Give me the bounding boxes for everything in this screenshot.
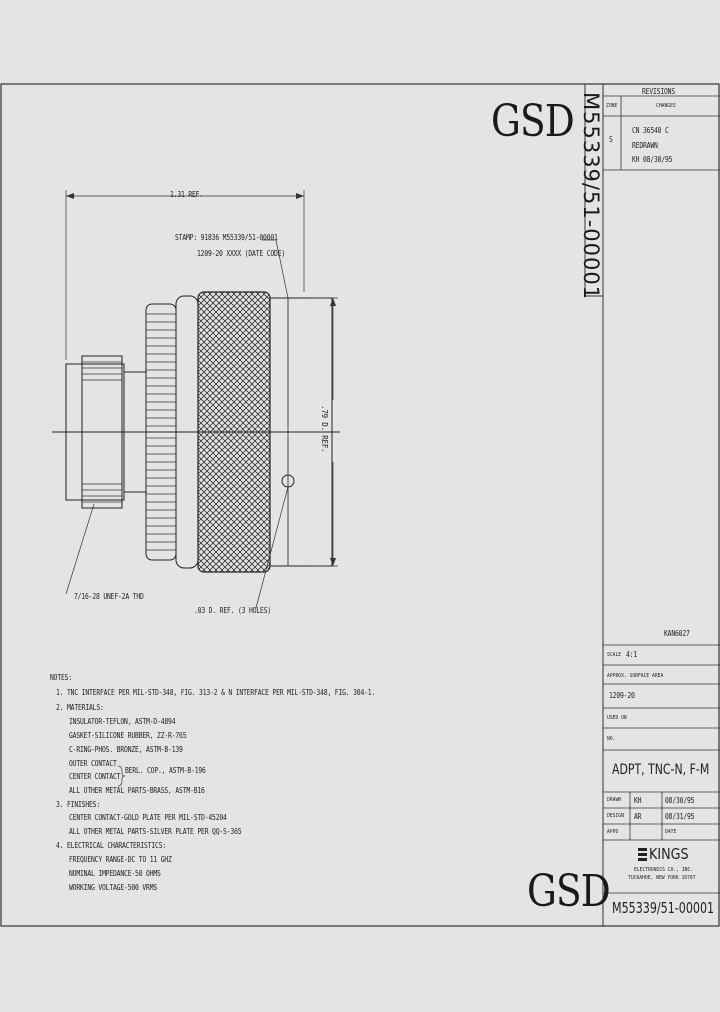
notes-title: NOTES:: [50, 673, 73, 682]
stamp-line-2: 1209-20 XXXX (DATE CODE): [197, 249, 286, 258]
rev-col-zone: ZONE: [606, 103, 618, 109]
note-bracket-text: BERL. COP., ASTM-B-196: [125, 766, 206, 775]
note-line: OUTER CONTACT: [69, 759, 117, 768]
date-label: DATE: [665, 829, 677, 835]
part-code: 1209-20: [609, 691, 635, 700]
drawn-label: DRAWN: [607, 797, 622, 803]
note-line: NOMINAL IMPEDANCE-50 OHMS: [69, 869, 161, 878]
stamp-line-1: STAMP: 91836 M55339/51-00001: [175, 233, 278, 242]
holes-label: .03 D. REF. (3 HOLES): [194, 606, 272, 615]
note-line: 1. TNC INTERFACE PER MIL-STD-348, FIG. 3…: [56, 688, 376, 697]
gsd-watermark-bottom: GSD: [527, 866, 611, 917]
rev-line-3: KH 08/30/95: [632, 155, 673, 164]
gsd-watermark-top: GSD: [491, 96, 575, 147]
company-line-1: ELECTRONICS CO., INC.: [634, 867, 694, 873]
used-on-label: USED ON: [607, 715, 627, 721]
design-date: 08/31/95: [665, 812, 695, 821]
note-line: ALL OTHER METAL PARTS-BRASS, ASTM-B16: [69, 786, 205, 795]
note-line: 4. ELECTRICAL CHARACTERISTICS:: [56, 841, 167, 850]
note-line: 3. FINISHES:: [56, 800, 101, 809]
design-by: AR: [634, 812, 642, 821]
drawing-number: KAN6027: [664, 629, 690, 638]
note-line: INSULATOR-TEFLON, ASTM-D-4894: [69, 717, 176, 726]
drawn-by: KH: [634, 796, 642, 805]
note-line: GASKET-SILICONE RUBBER, ZZ-R-765: [69, 731, 187, 740]
note-line: WORKING VOLTAGE-500 VRMS: [69, 883, 158, 892]
note-line: CENTER CONTACT: [69, 772, 121, 781]
scale-value: 4:1: [626, 650, 638, 659]
rev-line-1: CN 36540 C: [632, 126, 669, 135]
revisions-title: REVISIONS: [642, 87, 676, 96]
company-line-2: TUCKAHOE, NEW YORK 10707: [628, 875, 696, 881]
approx-area-label: APPROX. SURFACE AREA: [607, 673, 664, 679]
note-line: ALL OTHER METAL PARTS-SILVER PLATE PER Q…: [69, 827, 242, 836]
company-name: KINGS: [649, 845, 689, 863]
drawn-date: 08/30/95: [665, 796, 695, 805]
rev-symbol: S: [609, 135, 613, 144]
rev-line-2: REDRAWN: [632, 141, 658, 150]
part-description: ADPT, TNC-N, F-M: [612, 762, 710, 778]
scale-label: SCALE: [607, 652, 622, 658]
note-line: C-RING-PHOS. BRONZE, ASTM-B-139: [69, 745, 183, 754]
note-line: FREQUENCY RANGE-DC TO 11 GHZ: [69, 855, 172, 864]
note-line: 2. MATERIALS:: [56, 703, 104, 712]
dim-diameter-label: .79 D. REF.: [320, 405, 329, 453]
vertical-part-number: M55339/51-00001: [579, 92, 603, 301]
appd-label: APPD: [607, 829, 619, 835]
design-label: DESIGN: [607, 813, 624, 819]
no-label: NO.: [607, 736, 616, 742]
note-line: CENTER CONTACT-GOLD PLATE PER MIL-STD-45…: [69, 813, 227, 822]
thread-label: 7/16-28 UNEF-2A THD: [74, 592, 144, 601]
part-number: M55339/51-00001: [612, 899, 715, 917]
dim-length-label: 1.31 REF.: [170, 190, 204, 199]
rev-col-changes: CHANGES: [656, 103, 676, 109]
